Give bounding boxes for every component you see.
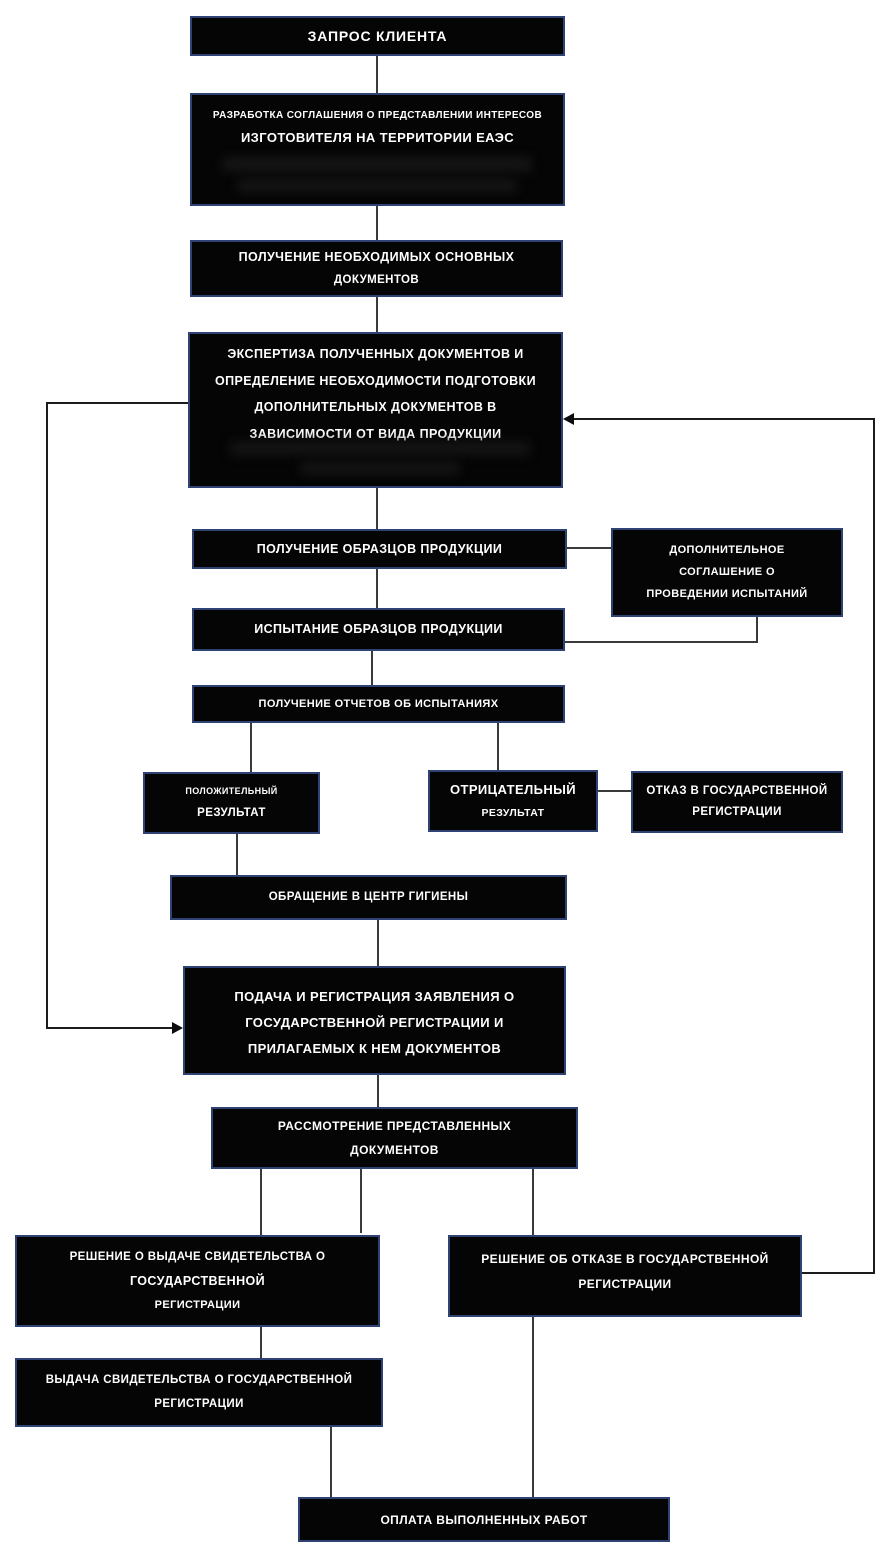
node-label: ГОСУДАРСТВЕННОЙ РЕГИСТРАЦИИ И xyxy=(245,1015,504,1030)
node-label: ДОПОЛНИТЕЛЬНОЕ xyxy=(669,544,785,556)
connector-positive-to-hygiene xyxy=(236,833,238,876)
connector-application-to-review xyxy=(377,1075,379,1108)
node-label: ПОЛУЧЕНИЕ ОБРАЗЦОВ ПРОДУКЦИИ xyxy=(256,541,503,556)
node-registration-refusal: ОТКАЗ В ГОСУДАРСТВЕННОЙ РЕГИСТРАЦИИ xyxy=(631,771,843,833)
node-label: ЭКСПЕРТИЗА ПОЛУЧЕННЫХ ДОКУМЕНТОВ И xyxy=(227,347,524,361)
node-label: РЕШЕНИЕ ОБ ОТКАЗЕ В ГОСУДАРСТВЕННОЙ xyxy=(481,1252,769,1266)
node-label: РЕЗУЛЬТАТ xyxy=(197,806,266,819)
node-decision-refuse-registration: РЕШЕНИЕ ОБ ОТКАЗЕ В ГОСУДАРСТВЕННОЙ РЕГИ… xyxy=(448,1235,802,1317)
node-label: РЕЗУЛЬТАТ xyxy=(481,807,545,820)
node-additional-agreement: ДОПОЛНИТЕЛЬНОЕ СОГЛАШЕНИЕ О ПРОВЕДЕНИИ И… xyxy=(611,528,843,617)
faded-text-smudge xyxy=(300,462,460,474)
connector-expertise-to-samples xyxy=(376,488,378,530)
node-label: ОПЛАТА ВЫПОЛНЕННЫХ РАБОТ xyxy=(380,1512,588,1527)
node-label: ДОКУМЕНТОВ xyxy=(350,1143,439,1157)
node-label: ДОПОЛНИТЕЛЬНЫХ ДОКУМЕНТОВ В xyxy=(254,400,497,414)
node-decision-issue-certificate: РЕШЕНИЕ О ВЫДАЧЕ СВИДЕТЕЛЬСТВА О ГОСУДАР… xyxy=(15,1235,380,1327)
node-label: ПОДАЧА И РЕГИСТРАЦИЯ ЗАЯВЛЕНИЯ О xyxy=(234,989,515,1004)
node-negative-result: ОТРИЦАТЕЛЬНЫЙ РЕЗУЛЬТАТ xyxy=(428,770,598,832)
node-label: ПРОВЕДЕНИИ ИСПЫТАНИЙ xyxy=(646,588,808,600)
node-label: СОГЛАШЕНИЕ О xyxy=(679,566,775,578)
node-test-reports: ПОЛУЧЕНИЕ ОТЧЕТОВ ОБ ИСПЫТАНИЯХ xyxy=(192,685,565,723)
node-label: ИСПЫТАНИЕ ОБРАЗЦОВ ПРОДУКЦИИ xyxy=(254,622,503,637)
node-label: ПОЛУЧЕНИЕ ОТЧЕТОВ ОБ ИСПЫТАНИЯХ xyxy=(258,697,499,710)
node-obtain-product-samples: ПОЛУЧЕНИЕ ОБРАЗЦОВ ПРОДУКЦИИ xyxy=(192,529,567,569)
node-label: РЕГИСТРАЦИИ xyxy=(578,1277,672,1291)
faded-text-smudge xyxy=(237,179,517,192)
feedback-right-vertical xyxy=(873,418,875,1274)
node-label: РАЗРАБОТКА СОГЛАШЕНИЯ О ПРЕДСТАВЛЕНИИ ИН… xyxy=(212,110,543,121)
connector-samples-to-additional-agreement xyxy=(567,547,611,549)
connector-reports-to-positive xyxy=(250,723,252,773)
feedback-left-horizontal-top xyxy=(46,402,190,404)
connector-testing-to-reports xyxy=(371,651,373,686)
node-label: ПОЛОЖИТЕЛЬНЫЙ xyxy=(185,785,278,796)
connector-review-to-issue-left xyxy=(260,1169,262,1236)
connector-reports-to-negative xyxy=(497,723,499,771)
node-documents-review: РАССМОТРЕНИЕ ПРЕДСТАВЛЕННЫХ ДОКУМЕНТОВ xyxy=(211,1107,578,1169)
node-label: ЗАПРОС КЛИЕНТА xyxy=(307,28,448,44)
node-label: ПОЛУЧЕНИЕ НЕОБХОДИМЫХ ОСНОВНЫХ xyxy=(238,250,515,264)
node-label: ЗАВИСИМОСТИ ОТ ВИДА ПРОДУКЦИИ xyxy=(249,426,502,441)
node-label: ОТРИЦАТЕЛЬНЫЙ xyxy=(449,782,577,798)
feedback-left-horizontal-bottom xyxy=(46,1027,174,1029)
connector-review-to-issue-right xyxy=(360,1169,362,1233)
connector-review-to-refuse xyxy=(532,1169,534,1236)
node-label: РЕШЕНИЕ О ВЫДАЧЕ СВИДЕТЕЛЬСТВА О xyxy=(69,1250,326,1263)
connector-hygiene-to-application xyxy=(377,920,379,967)
node-work-payment: ОПЛАТА ВЫПОЛНЕННЫХ РАБОТ xyxy=(298,1497,670,1542)
node-label: ВЫДАЧА СВИДЕТЕЛЬСТВА О ГОСУДАРСТВЕННОЙ xyxy=(45,1374,353,1386)
node-obtain-basic-documents: ПОЛУЧЕНИЕ НЕОБХОДИМЫХ ОСНОВНЫХ ДОКУМЕНТО… xyxy=(190,240,563,297)
connector-documents-to-expertise xyxy=(376,296,378,333)
feedback-left-vertical xyxy=(46,402,48,1028)
connector-negative-to-refusal xyxy=(598,790,632,792)
node-hygiene-center: ОБРАЩЕНИЕ В ЦЕНТР ГИГИЕНЫ xyxy=(170,875,567,920)
node-label: ОТКАЗ В ГОСУДАРСТВЕННОЙ xyxy=(646,784,828,797)
faded-text-smudge xyxy=(230,442,530,455)
node-label: РЕГИСТРАЦИИ xyxy=(154,1397,244,1410)
node-label: ДОКУМЕНТОВ xyxy=(333,273,420,286)
arrow-into-application-icon xyxy=(172,1022,183,1034)
connector-issue-decision-to-certificate xyxy=(260,1327,262,1359)
connector-certificate-to-payment xyxy=(330,1427,332,1498)
node-samples-testing: ИСПЫТАНИЕ ОБРАЗЦОВ ПРОДУКЦИИ xyxy=(192,608,565,651)
node-application-submission: ПОДАЧА И РЕГИСТРАЦИЯ ЗАЯВЛЕНИЯ О ГОСУДАР… xyxy=(183,966,566,1075)
connector-additional-agreement-to-testing xyxy=(565,641,758,643)
node-client-request: ЗАПРОС КЛИЕНТА xyxy=(190,16,565,56)
node-label: РЕГИСТРАЦИИ xyxy=(692,806,782,818)
feedback-right-horizontal-top xyxy=(573,418,875,420)
node-agreement-development: РАЗРАБОТКА СОГЛАШЕНИЯ О ПРЕДСТАВЛЕНИИ ИН… xyxy=(190,93,565,206)
node-label: РЕГИСТРАЦИИ xyxy=(154,1298,241,1311)
node-label: ИЗГОТОВИТЕЛЯ НА ТЕРРИТОРИИ ЕАЭС xyxy=(240,130,515,145)
connector-request-to-agreement xyxy=(376,56,378,94)
node-label: ОБРАЩЕНИЕ В ЦЕНТР ГИГИЕНЫ xyxy=(268,890,469,903)
connector-additional-agreement-down xyxy=(756,617,758,643)
node-documents-expertise: ЭКСПЕРТИЗА ПОЛУЧЕННЫХ ДОКУМЕНТОВ И ОПРЕД… xyxy=(188,332,563,488)
connector-samples-to-testing xyxy=(376,569,378,609)
arrow-into-expertise-icon xyxy=(563,413,574,425)
connector-agreement-to-documents xyxy=(376,206,378,241)
node-certificate-issuance: ВЫДАЧА СВИДЕТЕЛЬСТВА О ГОСУДАРСТВЕННОЙ Р… xyxy=(15,1358,383,1427)
node-label: РАССМОТРЕНИЕ ПРЕДСТАВЛЕННЫХ xyxy=(277,1119,512,1133)
feedback-right-horizontal-bottom xyxy=(802,1272,875,1274)
faded-text-smudge xyxy=(222,157,532,172)
node-positive-result: ПОЛОЖИТЕЛЬНЫЙ РЕЗУЛЬТАТ xyxy=(143,772,320,834)
node-label: ПРИЛАГАЕМЫХ К НЕМ ДОКУМЕНТОВ xyxy=(247,1041,502,1056)
node-label: ГОСУДАРСТВЕННОЙ xyxy=(129,1274,266,1288)
node-label: ОПРЕДЕЛЕНИЕ НЕОБХОДИМОСТИ ПОДГОТОВКИ xyxy=(215,373,536,388)
connector-refuse-decision-to-payment xyxy=(532,1317,534,1498)
